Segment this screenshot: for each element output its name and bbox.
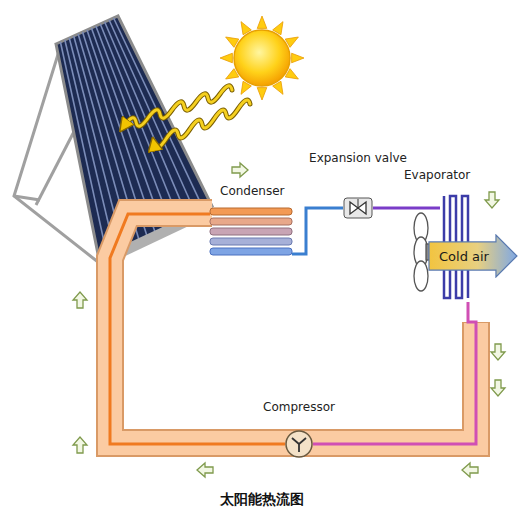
condenser: Condenser: [210, 206, 292, 258]
component-label: Cold air: [439, 249, 489, 264]
radiation-wave: [124, 86, 250, 148]
refrigerant-pipe: [292, 208, 343, 254]
expansion-valve-symbol: [343, 197, 373, 219]
figure-caption: 太阳能热流图: [0, 491, 524, 509]
refrigerant-pipe: [110, 214, 285, 444]
expansion-valve: Expansion valve: [343, 197, 373, 219]
condenser-coil: [210, 208, 292, 255]
component-label: Compressor: [263, 400, 335, 414]
component-label: Expansion valve: [309, 151, 407, 165]
component-label: Condenser: [220, 184, 285, 198]
flow-arrow: [73, 163, 505, 477]
component-label: Evaporator: [404, 168, 470, 182]
compressor: Compressor: [285, 430, 313, 458]
cold-air-arrow: Cold air: [428, 234, 518, 278]
pipe-insulation: [110, 213, 476, 443]
refrigerant-pipe: [373, 207, 440, 210]
compressor-symbol: [285, 430, 313, 458]
refrigerant-pipe: [313, 302, 476, 444]
